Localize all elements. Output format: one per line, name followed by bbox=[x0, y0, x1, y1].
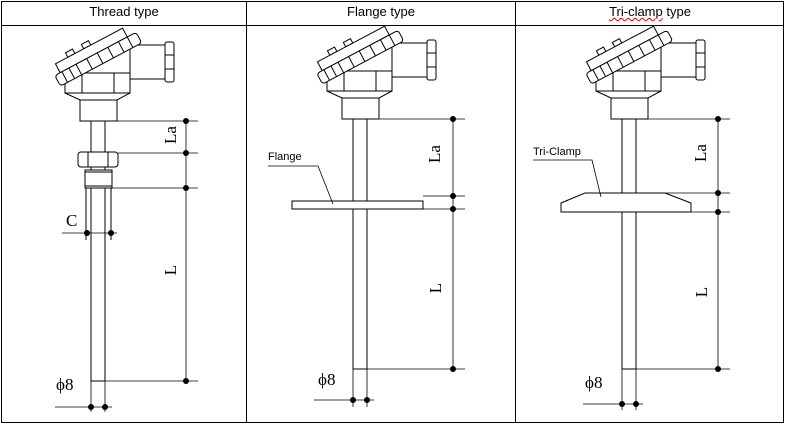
dim-l: L bbox=[426, 282, 446, 294]
terminal-head-icon bbox=[578, 16, 706, 120]
dim-phi: ϕ8 bbox=[56, 375, 74, 394]
dim-la: La bbox=[160, 126, 180, 144]
column-header-tri-clamp: Tri-clamp type bbox=[516, 4, 784, 19]
header-word: type bbox=[662, 4, 691, 19]
dimension-lines bbox=[314, 116, 465, 407]
dimension-lines bbox=[583, 116, 730, 410]
header-word: Tri-clamp bbox=[609, 4, 663, 19]
dim-l: L bbox=[161, 264, 181, 276]
dim-c: C bbox=[66, 211, 78, 230]
dim-phi: ϕ8 bbox=[318, 370, 336, 389]
dim-la: La bbox=[424, 145, 444, 163]
thread-probe bbox=[77, 120, 119, 382]
dimension-lines bbox=[55, 118, 198, 412]
dim-l: L bbox=[692, 286, 712, 298]
column-header-thread: Thread type bbox=[89, 4, 159, 19]
terminal-head-icon bbox=[47, 18, 175, 122]
terminal-head-icon bbox=[309, 16, 437, 120]
tri-clamp-probe bbox=[533, 118, 692, 370]
flange-probe bbox=[268, 118, 424, 370]
dim-la: La bbox=[690, 144, 710, 162]
tri-clamp-callout: Tri-Clamp bbox=[533, 146, 581, 158]
flange-callout: Flange bbox=[268, 151, 302, 163]
column-header-flange: Flange type bbox=[347, 4, 415, 19]
dim-phi: ϕ8 bbox=[585, 373, 603, 392]
